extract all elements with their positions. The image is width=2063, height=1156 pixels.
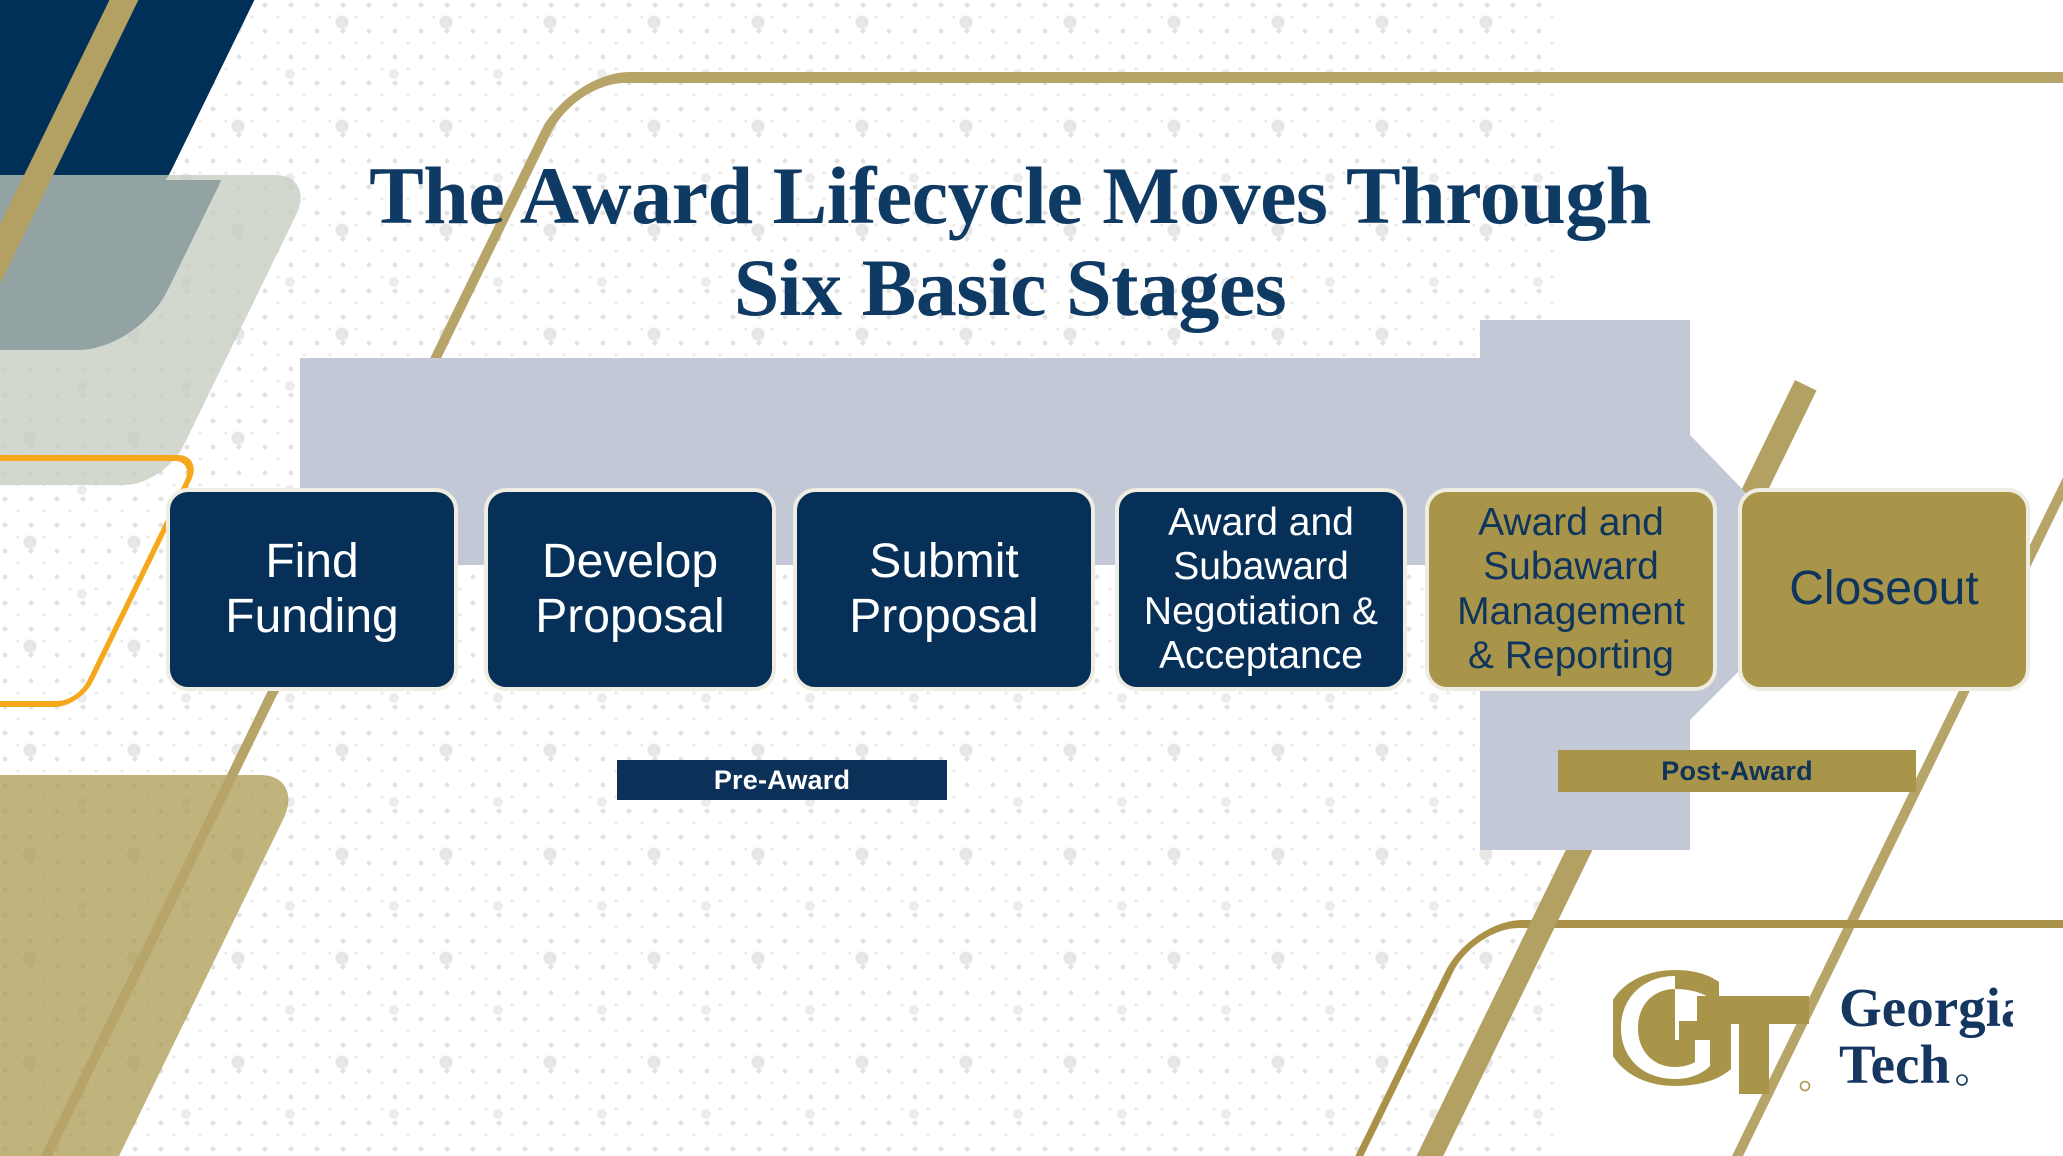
stage-box-develop-proposal[interactable]: Develop Proposal <box>484 488 776 691</box>
georgia-tech-logo-graphic: Georgia Tech <box>1605 970 2028 1095</box>
phase-bar-pre-award: Pre-Award <box>617 760 947 800</box>
slide-title: The Award Lifecycle Moves Through Six Ba… <box>250 150 1770 334</box>
stage-box-award-management-reporting[interactable]: Award and Subaward Management & Reportin… <box>1425 488 1717 691</box>
phase-bar-label: Post-Award <box>1661 755 1813 786</box>
stage-label: Submit Proposal <box>849 535 1039 643</box>
stage-label: Find Funding <box>225 535 399 643</box>
registered-trademark-icon <box>1956 1074 1968 1086</box>
logo-wordmark-line-2: Tech <box>1839 1034 1950 1095</box>
stage-box-closeout[interactable]: Closeout <box>1738 488 2030 691</box>
stage-box-find-funding[interactable]: Find Funding <box>166 488 458 691</box>
process-arrow <box>300 320 1830 850</box>
slide-title-line-2: Six Basic Stages <box>733 241 1287 333</box>
stage-box-award-negotiation-acceptance[interactable]: Award and Subaward Negotiation & Accepta… <box>1115 488 1407 691</box>
gt-letters <box>1605 970 1811 1094</box>
stage-label: Closeout <box>1789 562 1979 616</box>
process-arrow-shape <box>300 320 1830 850</box>
slide-title-line-1: The Award Lifecycle Moves Through <box>369 150 1651 241</box>
stage-label: Award and Subaward Negotiation & Accepta… <box>1143 501 1379 677</box>
stage-label: Develop Proposal <box>535 535 725 643</box>
phase-bar-label: Pre-Award <box>713 764 851 795</box>
phase-bar-post-award: Post-Award <box>1558 750 1916 792</box>
stage-box-submit-proposal[interactable]: Submit Proposal <box>793 488 1095 691</box>
stage-label: Award and Subaward Management & Reportin… <box>1457 501 1685 677</box>
georgia-tech-logo: Georgia Tech <box>1605 970 2028 1095</box>
logo-wordmark-line-1: Georgia <box>1839 977 2013 1038</box>
